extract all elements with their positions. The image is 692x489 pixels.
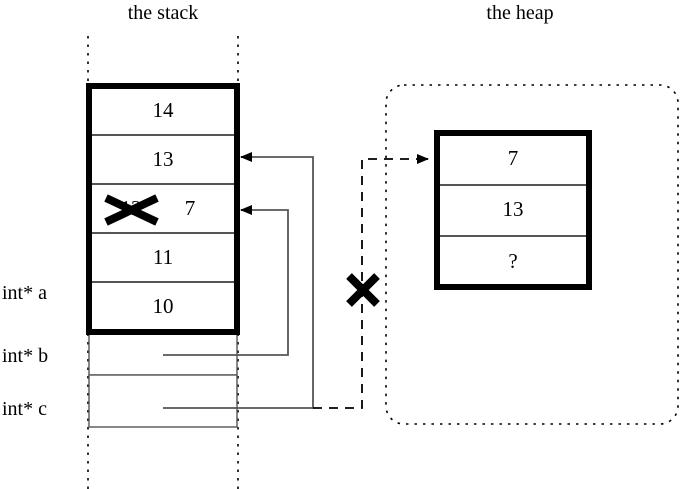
heap-region-boundary (385, 84, 679, 425)
stack-cell-value-3: 11 (152, 245, 174, 269)
variable-label-a: int* a (2, 282, 47, 304)
heap-cell-value-2: ? (508, 249, 518, 273)
heap-cell-value-0: 7 (507, 146, 519, 170)
stack-cell-value-4: 10 (152, 294, 174, 318)
variable-label-c: int* c (2, 398, 47, 420)
stack-cell-value-1: 13 (152, 147, 174, 171)
stack-cell-value-2-old: 12 (120, 196, 142, 220)
stack-cell-value-0: 14 (152, 98, 174, 122)
pointer-line-b (163, 209, 289, 356)
stale-heap-pointer-line (313, 158, 420, 409)
heap-block-box (434, 130, 592, 290)
stack-title: the stack (127, 2, 199, 24)
stack-cell-value-2-new: 7 (184, 196, 196, 220)
invalid-pointer-x-mark (346, 273, 380, 307)
stack-cell-b (88, 332, 238, 376)
variable-label-b: int* b (2, 345, 49, 367)
heap-title: the heap (486, 2, 554, 24)
pointer-line-c (163, 156, 314, 409)
heap-cell-value-1: 13 (502, 197, 524, 221)
struck-value-x-mark (104, 194, 159, 226)
stack-array-box (86, 83, 240, 335)
stack-cell-c (88, 374, 238, 428)
